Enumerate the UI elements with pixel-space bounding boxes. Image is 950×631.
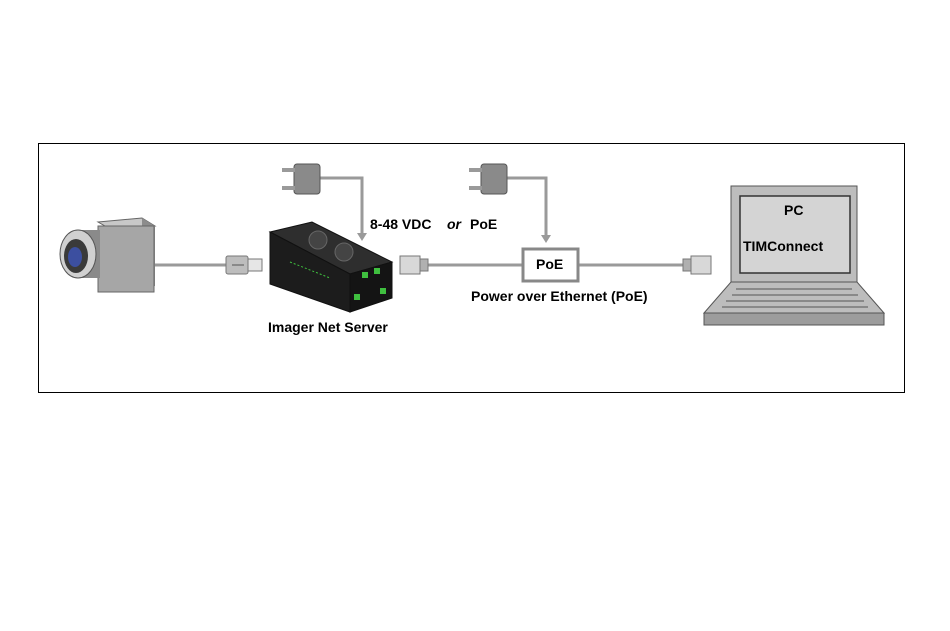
ethernet-plug-icon-2 [683, 256, 711, 274]
power-cable-poe [505, 178, 546, 237]
power-plug-icon [282, 164, 320, 194]
voltage-label: 8-48 VDC [370, 216, 431, 232]
server-icon [270, 222, 392, 312]
or-label: or [447, 216, 461, 232]
power-cable-server [318, 178, 362, 235]
power-plug-icon-2 [469, 164, 507, 194]
usb-plug-icon [226, 256, 262, 274]
pc-label: PC [784, 202, 803, 218]
arrow-poe-power [541, 235, 551, 243]
arrow-server-power [357, 233, 367, 241]
ethernet-plug-icon [400, 256, 428, 274]
server-label: Imager Net Server [268, 319, 388, 335]
poe-option-label: PoE [470, 216, 497, 232]
camera-icon [60, 218, 155, 292]
poe-caption: Power over Ethernet (PoE) [471, 288, 648, 304]
software-label: TIMConnect [743, 238, 823, 254]
poe-box-label: PoE [536, 256, 563, 272]
